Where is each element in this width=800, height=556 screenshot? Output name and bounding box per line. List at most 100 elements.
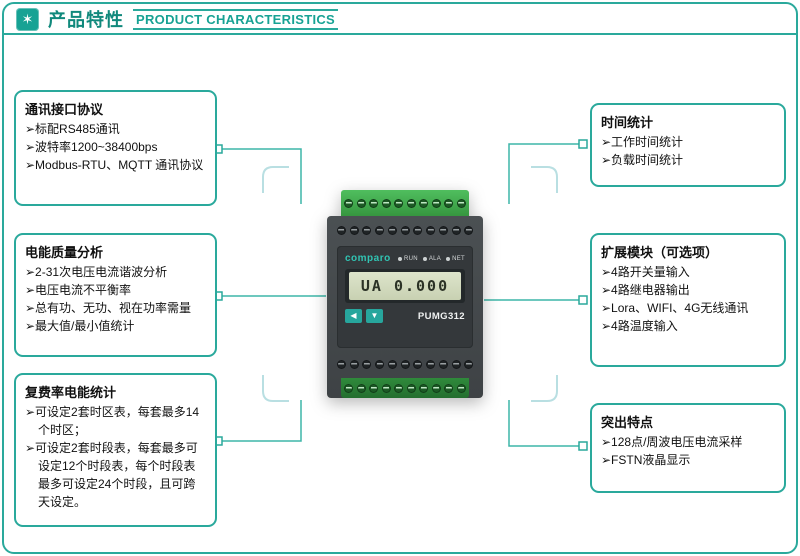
terminal-screw <box>394 383 404 393</box>
terminal-screw <box>387 225 397 235</box>
callout-item: ➢电压电流不平衡率 <box>25 283 132 297</box>
star-icon: ✶ <box>16 7 39 31</box>
terminal-screw <box>451 359 461 369</box>
connector-line <box>221 400 302 442</box>
callout-title: 电能质量分析 <box>25 245 104 260</box>
callout-item: ➢Modbus-RTU、MQTT 通讯协议 <box>25 158 204 172</box>
led-dot <box>397 256 402 261</box>
callout-item: ➢工作时间统计 <box>601 135 684 149</box>
callout-item: ➢4路继电器输出 <box>601 283 690 297</box>
device-terminal-block-top <box>341 190 469 216</box>
device-face-top: comparo RUN ALA NET <box>345 253 465 264</box>
corner-bracket-top-right <box>531 166 558 193</box>
device-brand: comparo <box>345 253 391 264</box>
connector-line <box>221 148 302 204</box>
page-title-zh: 产品特性 <box>48 10 124 30</box>
terminal-screw <box>356 198 366 208</box>
terminal-screw <box>375 359 384 369</box>
connector-node <box>578 441 588 451</box>
terminal-screw <box>438 225 448 235</box>
terminal-screw <box>406 383 416 393</box>
terminal-screw <box>400 225 410 235</box>
callout-time-statistics: 时间统计 ➢工作时间统计 ➢负载时间统计 <box>590 103 786 187</box>
led-label: ALA <box>428 255 442 262</box>
connector-node <box>578 139 588 149</box>
device-indicators: RUN ALA NET <box>397 255 465 262</box>
header-divider <box>3 33 797 35</box>
terminal-screw <box>464 359 474 369</box>
terminal-screw <box>387 359 397 369</box>
terminal-screw <box>356 383 366 393</box>
callout-power-quality: 电能质量分析 ➢2-31次电压电流谐波分析 ➢电压电流不平衡率 ➢总有功、无功、… <box>14 233 217 357</box>
terminal-screw <box>362 359 372 369</box>
terminal-screw <box>375 225 384 235</box>
callout-title: 扩展模块（可选项） <box>601 245 719 260</box>
terminal-screw <box>456 383 466 393</box>
callout-item: ➢128点/周波电压电流采样 <box>601 435 743 449</box>
led-net: NET <box>446 256 465 262</box>
terminal-screw <box>344 198 354 208</box>
connector-node <box>578 295 588 305</box>
device-model: PUMG312 <box>417 310 465 322</box>
terminal-screw <box>406 198 416 208</box>
device-faceplate: comparo RUN ALA NET UA 0.000 ◀ ▼ PUMG312 <box>337 246 473 348</box>
page-title-en: PRODUCT CHARACTERISTICS <box>133 8 339 30</box>
terminal-screw <box>456 198 466 208</box>
device-terminal-row-top <box>327 216 483 244</box>
device-lcd: UA 0.000 <box>349 272 461 300</box>
callout-tariff-energy: 复费率电能统计 ➢可设定2套时区表，每套最多14个时区； ➢可设定2套时段表，每… <box>14 373 217 527</box>
terminal-screw <box>431 198 441 208</box>
led-dot <box>422 256 427 261</box>
callout-item: ➢可设定2套时区表，每套最多14个时区； <box>25 405 200 437</box>
led-label: NET <box>452 255 465 262</box>
terminal-screw <box>381 198 391 208</box>
terminal-screw <box>426 225 435 235</box>
corner-bracket-bottom-left <box>262 375 289 402</box>
callout-title: 复费率电能统计 <box>25 385 117 400</box>
callout-item: ➢4路开关量输入 <box>601 265 690 279</box>
terminal-screw <box>413 359 423 369</box>
callout-item: ➢2-31次电压电流谐波分析 <box>25 265 168 279</box>
callout-title: 通讯接口协议 <box>25 102 104 117</box>
device-terminal-block-bottom <box>341 378 469 398</box>
terminal-screw <box>336 359 346 369</box>
led-run: RUN <box>397 255 418 262</box>
terminal-screw <box>426 359 435 369</box>
device-terminal-row-bottom <box>327 350 483 378</box>
terminal-screw <box>336 225 346 235</box>
terminal-screw <box>444 383 454 393</box>
led-label: RUN <box>403 255 418 262</box>
terminal-screw <box>413 225 423 235</box>
callout-item: ➢最大值/最小值统计 <box>25 319 135 333</box>
callout-item: ➢总有功、无功、视在功率需量 <box>25 301 192 315</box>
led-ala: ALA <box>422 255 442 262</box>
callout-key-features: 突出特点 ➢128点/周波电压电流采样 ➢FSTN液晶显示 <box>590 403 786 493</box>
device-down-arrow-button: ▼ <box>366 309 383 323</box>
corner-bracket-top-left <box>262 166 289 193</box>
terminal-screw <box>362 225 372 235</box>
connector-line <box>508 400 586 447</box>
callout-item: ➢负载时间统计 <box>601 153 684 167</box>
terminal-screw <box>349 359 359 369</box>
terminal-screw <box>369 383 379 393</box>
callout-item: ➢Lora、WIFI、4G无线通讯 <box>601 301 749 315</box>
page-header: ✶ 产品特性 PRODUCT CHARACTERISTICS <box>16 6 339 32</box>
terminal-screw <box>419 383 429 393</box>
device-left-arrow-button: ◀ <box>345 309 362 323</box>
callout-expansion-modules: 扩展模块（可选项） ➢4路开关量输入 ➢4路继电器输出 ➢Lora、WIFI、4… <box>590 233 786 367</box>
terminal-screw <box>349 225 359 235</box>
callout-item: ➢可设定2套时段表，每套最多可设定12个时段表，每个时段表最多可设定24个时段，… <box>25 441 198 509</box>
terminal-screw <box>451 225 461 235</box>
terminal-screw <box>419 198 429 208</box>
led-dot <box>446 256 451 261</box>
terminal-screw <box>438 359 448 369</box>
terminal-screw <box>394 198 404 208</box>
callout-comm-protocol: 通讯接口协议 ➢标配RS485通讯 ➢波特率1200~38400bps ➢Mod… <box>14 90 217 206</box>
callout-item: ➢4路温度输入 <box>601 319 678 333</box>
callout-item: ➢标配RS485通讯 <box>25 122 120 136</box>
device-image: comparo RUN ALA NET UA 0.000 ◀ ▼ PUMG312 <box>327 190 483 398</box>
terminal-screw <box>464 225 474 235</box>
terminal-screw <box>344 383 354 393</box>
connector-line <box>508 143 586 204</box>
device-lcd-bezel: UA 0.000 <box>345 269 465 303</box>
